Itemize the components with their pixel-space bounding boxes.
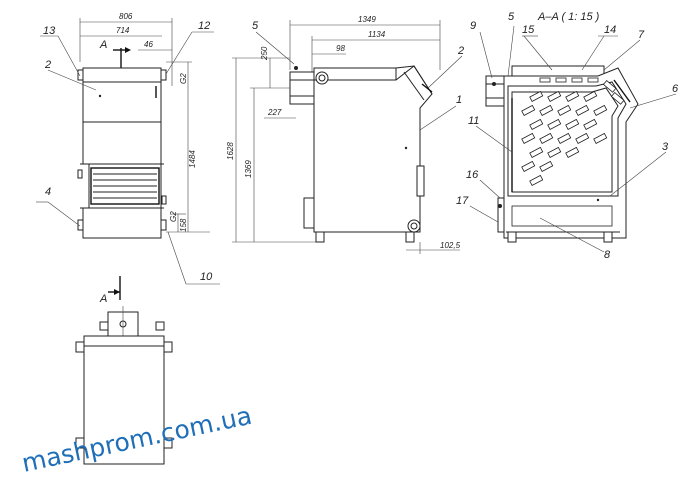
label-2b: 2 [457,45,464,57]
label-1: 1 [456,94,462,106]
dim-806: 806 [119,12,133,21]
label-9: 9 [470,20,476,32]
dim-1134: 1134 [368,30,386,39]
front-view: 806 714 46 A [36,12,220,285]
label-12: 12 [198,20,210,32]
view-mark-a-top: A [99,39,107,51]
label-11: 11 [468,115,479,127]
dim-102-5: 102,5 [440,241,461,250]
dim-46: 46 [144,40,153,49]
dim-1349: 1349 [358,15,376,24]
label-4: 4 [45,186,51,198]
label-10: 10 [200,271,213,283]
top-view: A [75,276,173,465]
label-5a: 5 [252,20,259,32]
dim-227: 227 [267,108,282,117]
dim-1484: 1484 [188,150,197,168]
label-13: 13 [43,25,56,37]
dim-158: 158 [179,218,188,232]
label-3: 3 [662,141,669,153]
dim-250: 250 [260,46,269,61]
label-5b: 5 [508,11,515,23]
label-14: 14 [604,24,616,36]
dim-714: 714 [116,26,130,35]
label-7: 7 [638,29,645,41]
view-mark-a-bottom: A [99,293,107,305]
label-2a: 2 [44,59,51,71]
side-view: 1349 1134 98 1628 1369 250 227 [226,15,464,254]
label-8: 8 [604,249,611,261]
dim-g2-top: G2 [179,73,188,84]
dim-g2-bottom: G2 [169,211,178,222]
section-a-a: A–A ( 1: 15 ) [456,11,679,261]
label-6: 6 [672,83,679,95]
label-17: 17 [456,195,469,207]
dim-98: 98 [336,44,345,53]
section-title: A–A ( 1: 15 ) [537,11,600,23]
label-15: 15 [522,24,535,36]
label-16: 16 [466,169,479,181]
dim-1628: 1628 [226,142,235,160]
dim-1369: 1369 [244,160,253,178]
